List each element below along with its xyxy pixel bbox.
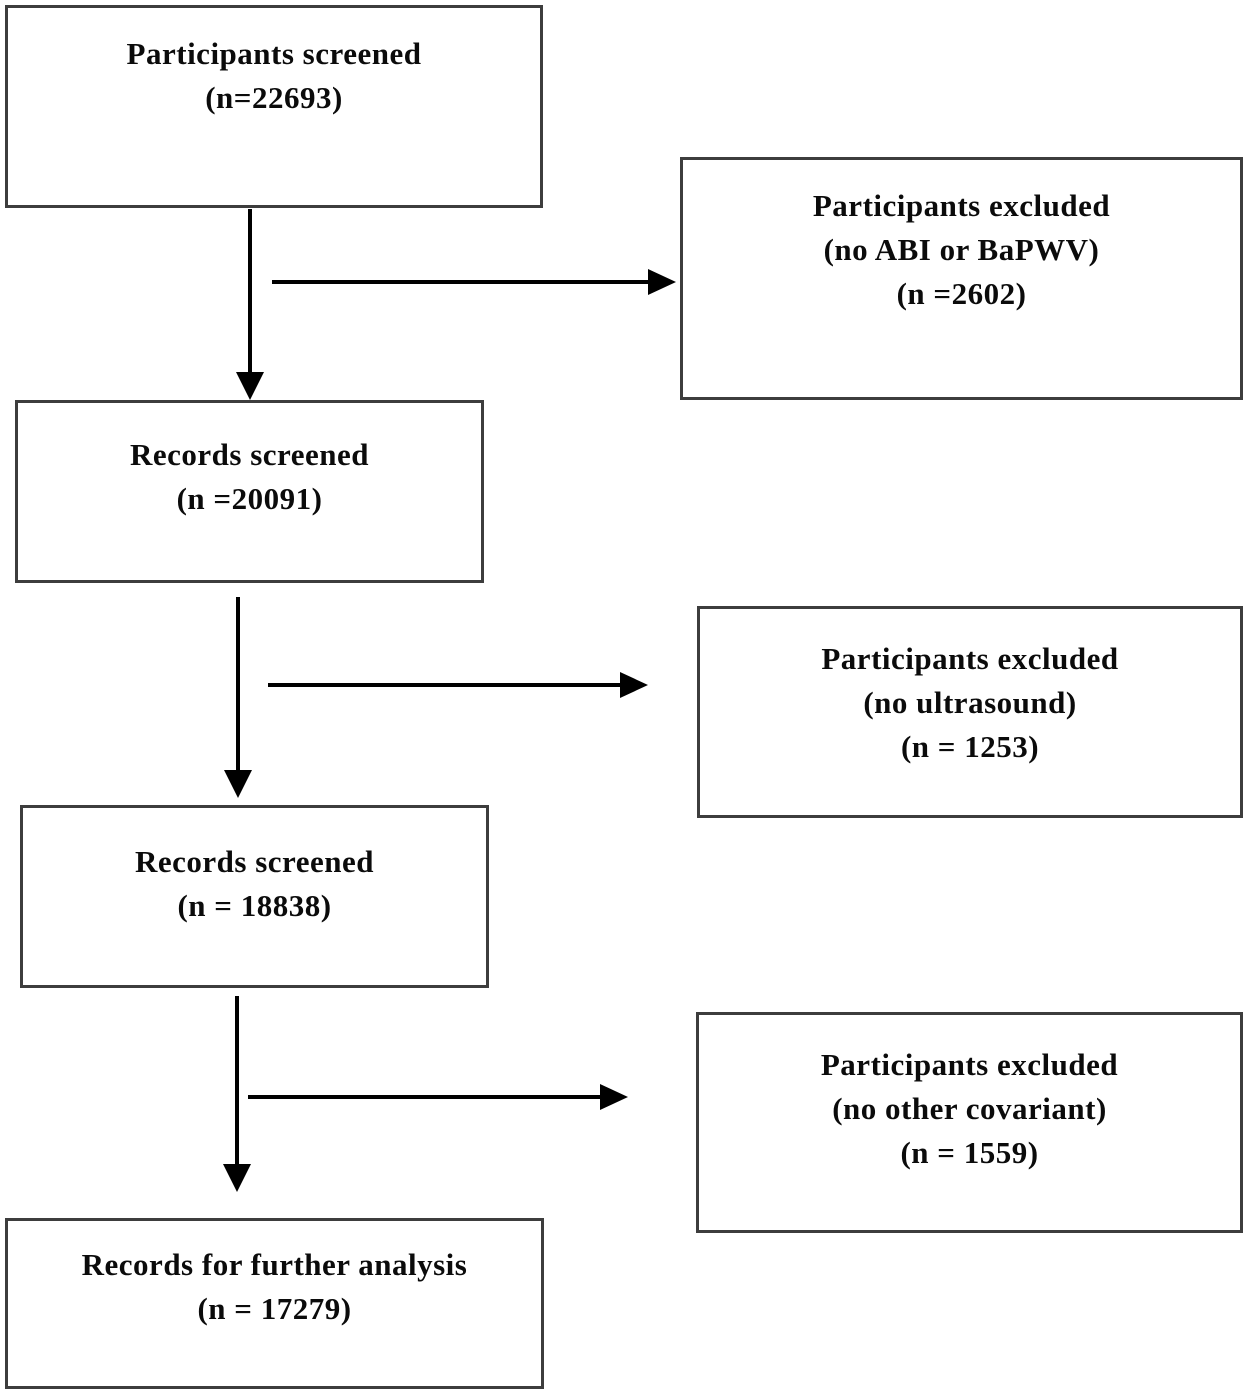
box-records-further-analysis: Records for further analysis (n = 17279)	[5, 1218, 544, 1389]
box-excluded-no-ultrasound: Participants excluded (no ultrasound) (n…	[697, 606, 1243, 818]
box-records-screened-1: Records screened (n =20091)	[15, 400, 484, 583]
box-count: (n=22693)	[205, 80, 343, 116]
box-label: Records for further analysis	[81, 1247, 468, 1282]
arrow-down-1	[236, 209, 264, 400]
box-count: (n = 1253)	[900, 729, 1040, 765]
arrow-right-1	[272, 269, 676, 295]
box-label: Participants excluded	[812, 188, 1111, 223]
box-reason: (no other covariant)	[832, 1091, 1107, 1127]
box-count: (n =20091)	[176, 481, 323, 517]
box-reason: (no ultrasound)	[863, 685, 1077, 721]
box-label: Records screened	[134, 844, 374, 879]
box-label: Records screened	[129, 437, 369, 472]
box-count: (n = 18838)	[177, 888, 332, 924]
box-reason: (no ABI or BaPWV)	[823, 232, 1100, 268]
arrow-right-3	[248, 1084, 628, 1110]
box-label: Participants screened	[126, 36, 422, 71]
arrow-down-3	[223, 996, 251, 1192]
box-count: (n = 1559)	[900, 1135, 1039, 1171]
box-excluded-no-abi-bapwv: Participants excluded (no ABI or BaPWV) …	[680, 157, 1243, 400]
arrow-right-2	[268, 672, 648, 698]
arrow-down-2	[224, 597, 252, 798]
box-count: (n =2602)	[896, 276, 1027, 312]
box-label: Participants excluded	[821, 641, 1119, 676]
box-count: (n = 17279)	[197, 1291, 352, 1327]
box-label: Participants excluded	[820, 1047, 1119, 1082]
box-participants-screened: Participants screened (n=22693)	[5, 5, 543, 208]
box-excluded-no-other-covariant: Participants excluded (no other covarian…	[696, 1012, 1243, 1233]
box-records-screened-2: Records screened (n = 18838)	[20, 805, 489, 988]
